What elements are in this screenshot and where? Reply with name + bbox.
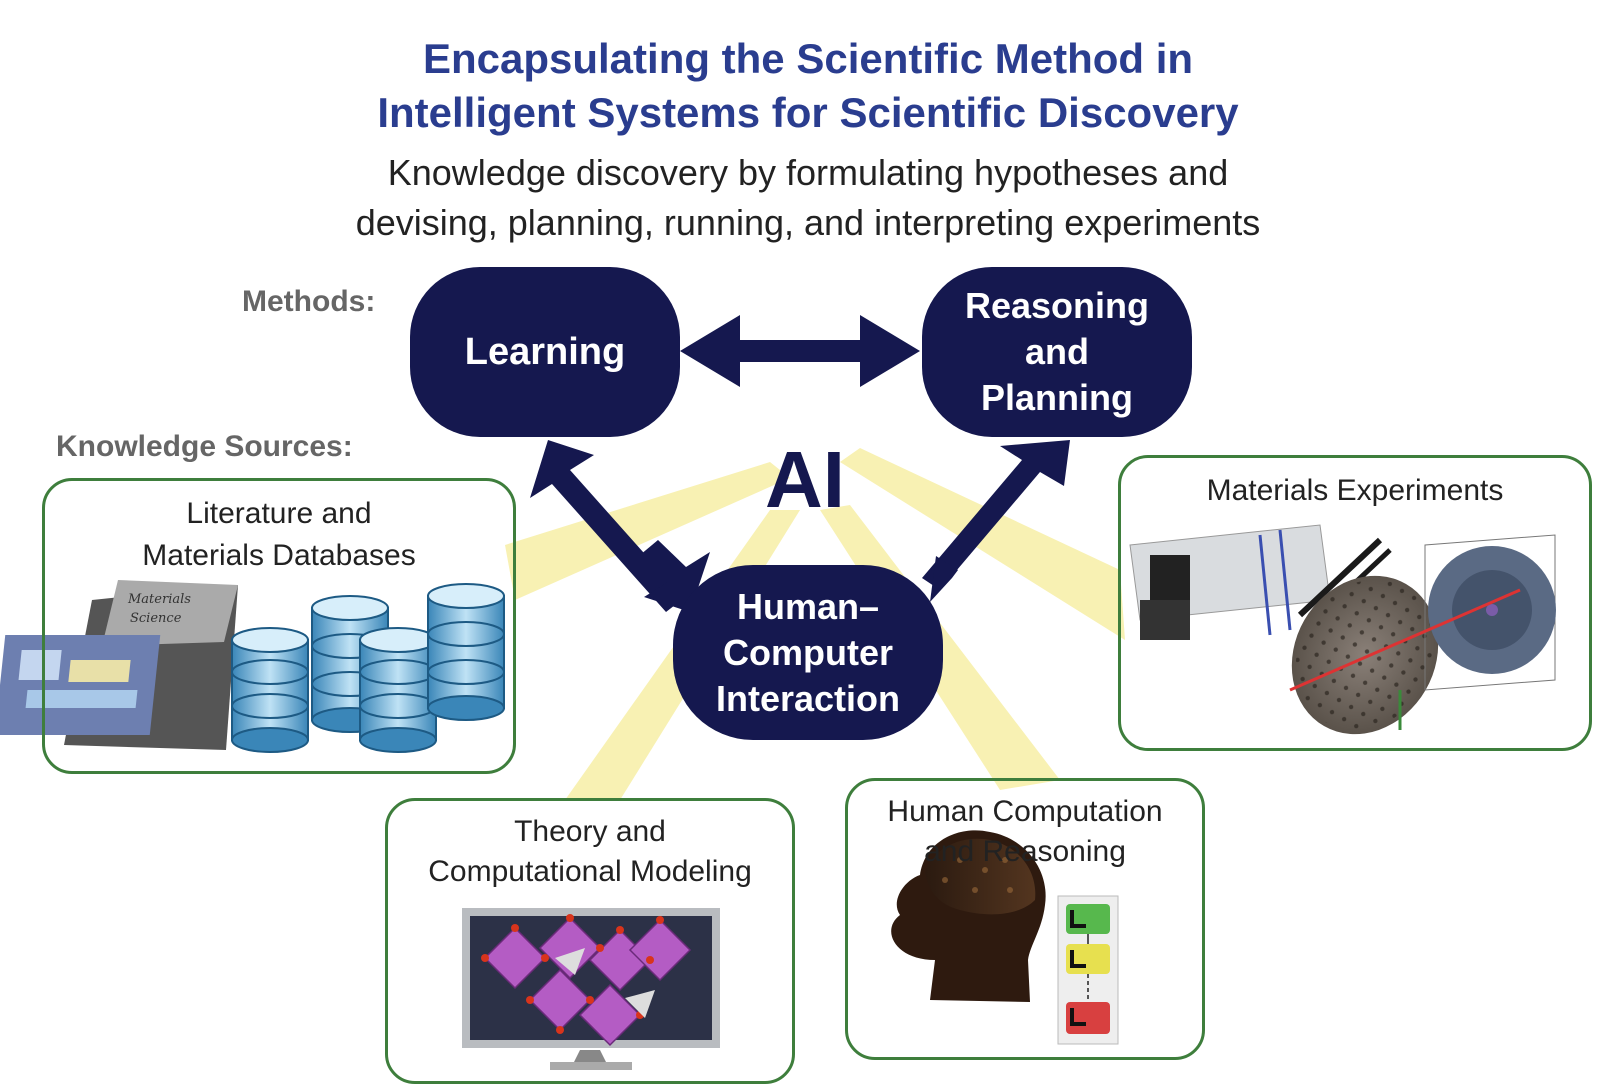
subtitle-line2: devising, planning, running, and interpr… <box>355 202 1261 243</box>
human-title-line1: Human Computation <box>887 795 1163 828</box>
subtitle-line1: Knowledge discovery by formulating hypot… <box>387 152 1229 193</box>
experiments-title: Materials Experiments <box>1206 474 1504 507</box>
literature-title-line1: Literature and <box>186 497 372 530</box>
db-stack-3 <box>359 627 437 753</box>
methods-label: Methods: <box>242 285 376 318</box>
theory-title-line1: Theory and <box>514 815 666 848</box>
experiments-source-box: Materials Experiments <box>1118 455 1592 751</box>
db-stack-4 <box>427 583 505 721</box>
learning-node: Learning <box>410 267 680 437</box>
theory-title-line2: Computational Modeling <box>428 855 752 888</box>
human-head-icon <box>891 830 1046 1002</box>
arrow-reasoning-hci <box>922 440 1070 602</box>
hci-label-line1: Human– <box>736 585 880 627</box>
ray-to-experiments <box>840 448 1125 640</box>
knowledge-sources-label: Knowledge Sources: <box>56 430 353 463</box>
book-title-line1: Materials <box>127 592 191 607</box>
human-title-line2: and Reasoning <box>924 835 1126 868</box>
theory-source-box: Theory and Computational Modeling <box>385 798 795 1084</box>
db-stack-1 <box>231 627 309 753</box>
flowchart-icon <box>1057 895 1119 1045</box>
reasoning-label-line3: Planning <box>981 377 1133 418</box>
monitor-icon <box>462 908 720 1070</box>
literature-title-line2: Materials Databases <box>142 539 416 572</box>
human-source-box: Human Computation and Reasoning <box>845 778 1205 1060</box>
hci-label-line2: Computer <box>723 631 893 673</box>
reasoning-planning-node: Reasoning and Planning <box>922 267 1192 437</box>
hci-node: Human– Computer Interaction <box>673 565 943 740</box>
title-line1: Encapsulating the Scientific Method in <box>422 35 1194 82</box>
title-line2: Intelligent Systems for Scientific Disco… <box>377 89 1239 136</box>
ai-label: AI <box>765 435 845 524</box>
ray-to-literature <box>505 462 790 600</box>
hci-label-line3: Interaction <box>715 677 901 719</box>
book-icon: Materials Science <box>0 580 238 750</box>
database-cylinder-icon <box>231 583 505 753</box>
instrument-icon <box>1129 524 1556 735</box>
book-title-line2: Science <box>130 611 182 626</box>
literature-source-box: Literature and Materials Databases <box>42 478 516 774</box>
learning-label: Learning <box>464 330 626 373</box>
arrow-learning-reasoning <box>680 315 920 387</box>
reasoning-label-line1: Reasoning <box>964 285 1150 326</box>
reasoning-label-line2: and <box>1024 331 1089 372</box>
